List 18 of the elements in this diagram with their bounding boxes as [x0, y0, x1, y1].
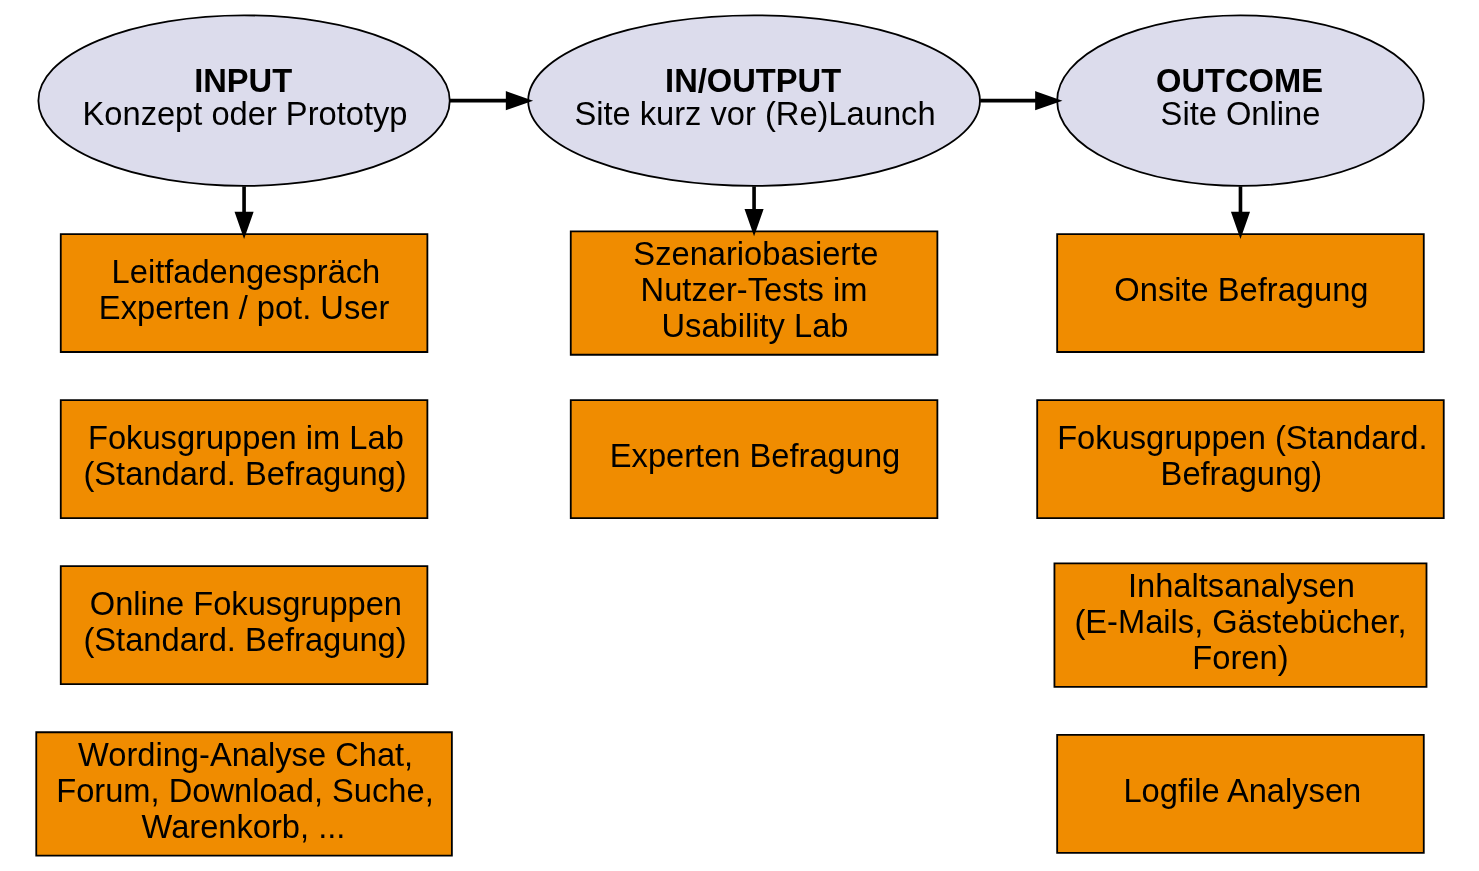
arrow: [1230, 186, 1250, 240]
arrow: [449, 91, 533, 111]
arrow: [234, 186, 254, 240]
arrow: [979, 91, 1062, 111]
node-ellipse: OUTCOME Site Online: [1055, 14, 1425, 187]
node-box: Leitfadengespräch Experten / pot. User: [59, 233, 428, 353]
node-box: Fokusgruppen im Lab (Standard. Befragung): [59, 399, 428, 519]
node-ellipse: INPUT Konzept oder Prototyp: [36, 14, 451, 187]
node-box: Fokusgruppen (Standard. Befragung): [1035, 399, 1445, 519]
node-box: Inhaltsanalysen (E-Mails, Gästebücher, Foren): [1053, 562, 1427, 688]
node-box: Onsite Befragung: [1055, 233, 1425, 353]
node-ellipse: IN/OUTPUT Site kurz vor (Re)Launch: [526, 14, 981, 187]
node-box: Wording-Analyse Chat, Forum, Download, Suche, Warenkorb, ...: [34, 731, 453, 857]
node-box: Online Fokusgruppen (Standard. Befragung): [59, 565, 428, 686]
arrow: [744, 186, 764, 237]
node-box: Experten Befragung: [569, 399, 938, 519]
node-box: Szenariobasierte Nutzer-Tests im Usability Lab: [569, 230, 938, 356]
node-box: Logfile Analysen: [1055, 734, 1425, 854]
